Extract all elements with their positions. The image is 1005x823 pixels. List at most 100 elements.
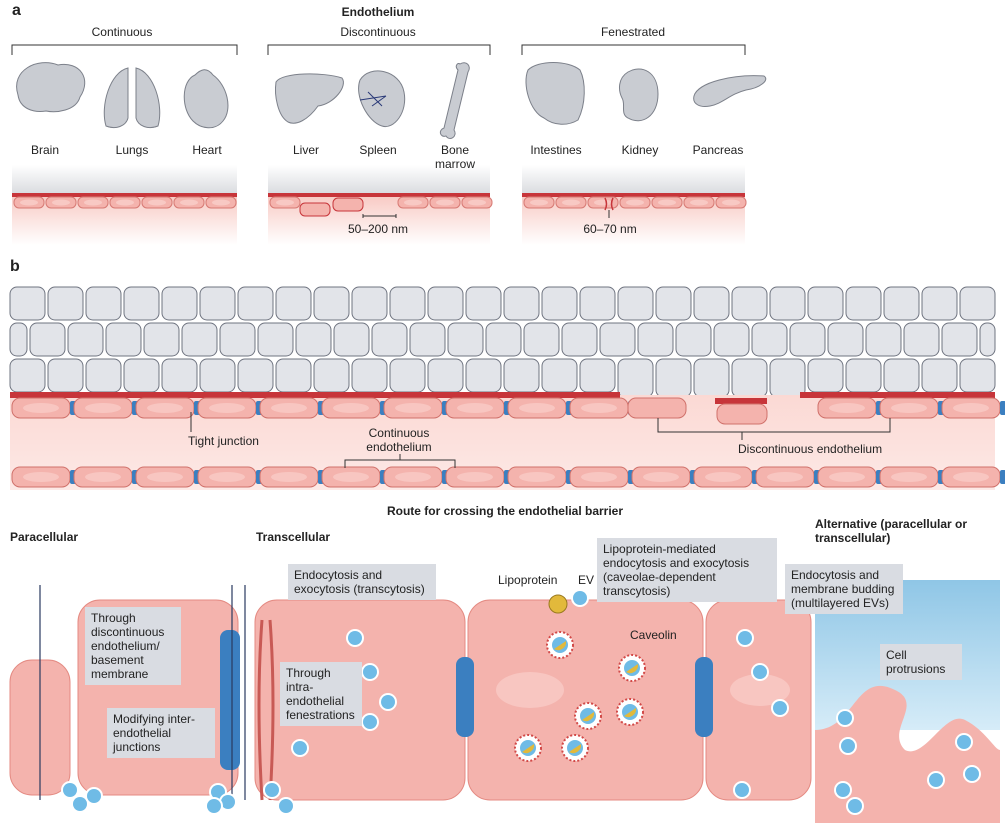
- caveolin-label: Caveolin: [630, 628, 677, 642]
- cell-nucleus: [147, 403, 183, 413]
- tissue-cell: [161, 286, 198, 321]
- lungs-icon: [103, 67, 161, 129]
- cell-nucleus: [271, 403, 307, 413]
- ev-particle: [838, 711, 852, 725]
- label-box-membrane-budding: Endocytosis and membrane budding (multil…: [785, 564, 903, 614]
- ev-particle: [87, 789, 101, 803]
- tissue-cell: [427, 358, 464, 393]
- tissue-cell: [769, 358, 806, 398]
- cell-nucleus: [468, 199, 486, 206]
- cell-nucleus: [23, 472, 59, 482]
- label-box-transcytosis: Endocytosis and exocytosis (transcytosis…: [288, 564, 436, 600]
- cell-nucleus: [730, 674, 790, 706]
- cell-nucleus: [953, 403, 989, 413]
- ev-particle: [363, 665, 377, 679]
- ev-particle: [293, 741, 307, 755]
- cell-nucleus: [333, 403, 369, 413]
- basement-membrane: [12, 193, 237, 197]
- tissue-cell: [713, 322, 750, 357]
- tissue-cell: [769, 286, 806, 321]
- lipoprotein-label: Lipoprotein: [498, 573, 558, 587]
- endothelial-cell: [627, 397, 687, 419]
- cell-nucleus: [457, 403, 493, 413]
- tissue-cell: [275, 286, 312, 321]
- tissue-cell: [199, 358, 236, 393]
- cell-protrusions: [815, 685, 1000, 823]
- pancreas-icon: [693, 75, 767, 107]
- endothelial-cell: [716, 403, 768, 425]
- organ-spleen-label: Spleen: [359, 143, 397, 157]
- cell-nucleus: [705, 472, 741, 482]
- basement-membrane: [800, 392, 995, 398]
- organ-intestines-label: Intestines: [530, 143, 582, 157]
- tissue-cell: [85, 286, 122, 321]
- cell-nucleus: [829, 472, 865, 482]
- cell-nucleus: [23, 403, 59, 413]
- tissue-cell: [427, 286, 464, 321]
- cell-nucleus: [148, 199, 166, 206]
- tissue-cell: [105, 322, 142, 357]
- tissue-cell: [693, 358, 730, 398]
- ev-particle: [965, 767, 979, 781]
- tissue-cell: [237, 358, 274, 393]
- tissue-cell: [807, 286, 844, 321]
- tissue-cell: [409, 322, 446, 357]
- organ-liver-label: Liver: [292, 143, 320, 157]
- paracellular-title: Paracellular: [10, 530, 79, 544]
- group-bracket: [11, 44, 238, 55]
- vessel-lumen: [268, 165, 490, 195]
- organ-kidney-label: Kidney: [621, 143, 659, 157]
- tissue-cell: [275, 358, 312, 393]
- tissue-cell: [219, 322, 256, 357]
- cell-nucleus: [519, 472, 555, 482]
- label-box-junctions: Modifying inter-endothelial junctions: [107, 708, 215, 758]
- detached-endothelial-cell: [332, 197, 364, 212]
- ev-particle: [738, 631, 752, 645]
- ev-particle: [848, 799, 862, 813]
- ev-particle: [929, 773, 943, 787]
- gap-size-discontinuous: 50–200 nm: [347, 222, 409, 236]
- tissue-cell: [123, 358, 160, 393]
- liver-icon: [275, 73, 344, 124]
- tissue-cell: [921, 358, 958, 393]
- tissue-cell: [579, 358, 616, 393]
- cell-nucleus: [496, 672, 564, 708]
- tissue-cell: [789, 322, 826, 357]
- cell-nucleus: [690, 199, 708, 206]
- cell-nucleus: [85, 403, 121, 413]
- cell-nucleus: [530, 199, 548, 206]
- cell-nucleus: [395, 472, 431, 482]
- cell-nucleus: [457, 472, 493, 482]
- tissue-cell: [883, 358, 920, 393]
- cell-nucleus: [180, 199, 198, 206]
- group-bracket: [521, 44, 746, 55]
- discontinuous-endothelium-label: Discontinuous endothelium: [738, 442, 883, 456]
- tight-junction-label: Tight junction: [188, 434, 259, 448]
- lipoprotein-particle: [626, 664, 639, 674]
- transcellular-title: Transcellular: [256, 530, 331, 544]
- cell-nucleus: [404, 199, 422, 206]
- tissue-cell: [333, 322, 370, 357]
- tissue-cell: [29, 322, 66, 357]
- cell-nucleus: [333, 472, 369, 482]
- tissue-cell: [845, 358, 882, 393]
- panel-a-artwork: [11, 44, 767, 245]
- tissue-cell: [541, 358, 578, 393]
- tissue-cell: [351, 286, 388, 321]
- tissue-cell: [47, 358, 84, 393]
- tissue-cell: [199, 286, 236, 321]
- tissue-cell: [921, 286, 958, 321]
- tight-junction: [1000, 470, 1005, 484]
- tissue-cell: [883, 286, 920, 321]
- tight-junction: [456, 657, 474, 737]
- cell-nucleus: [953, 472, 989, 482]
- tissue-cell: [979, 322, 996, 357]
- ev-particle: [836, 783, 850, 797]
- tight-junction: [220, 630, 240, 770]
- vessel-lumen: [522, 165, 745, 195]
- panel-a-label: a: [12, 2, 21, 19]
- tissue-cell: [731, 358, 768, 398]
- tissue-cell: [503, 358, 540, 393]
- group-continuous: Continuous: [91, 25, 153, 39]
- panel-b-label: b: [10, 258, 20, 275]
